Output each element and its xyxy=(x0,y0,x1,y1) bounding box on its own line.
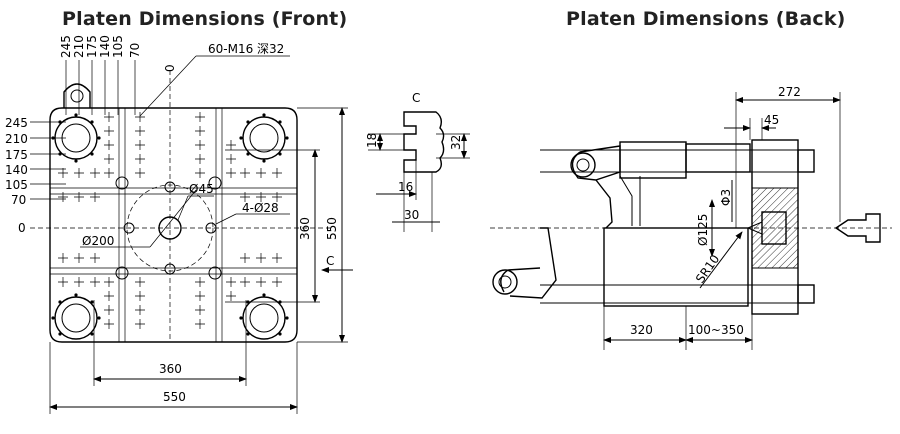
dim-sr10: SR10 xyxy=(693,252,722,286)
top-dim-0: 0 xyxy=(163,64,177,72)
left-dim-0: 0 xyxy=(18,221,26,235)
section-c-detail: C 18 32 16 30 xyxy=(365,91,470,232)
back-view-title: Platen Dimensions (Back) xyxy=(566,8,846,30)
dim-30: 30 xyxy=(404,208,419,222)
threaded-hole-grid xyxy=(58,112,282,329)
moving-platen-body xyxy=(603,227,749,307)
platen-lifting-lug xyxy=(63,83,91,108)
nozzle xyxy=(834,213,881,243)
dim-550-vertical: 550 xyxy=(325,217,339,240)
t-slots xyxy=(50,108,297,342)
top-dim-210: 210 xyxy=(72,35,86,58)
top-dim-105: 105 xyxy=(111,35,125,58)
dim-272: 272 xyxy=(778,85,801,99)
upper-bracket xyxy=(619,141,687,179)
top-dim-245: 245 xyxy=(59,35,73,58)
dim-32: 32 xyxy=(449,135,463,150)
lug-hole xyxy=(70,89,84,103)
front-platen-outline xyxy=(49,107,298,343)
dim-320: 320 xyxy=(630,323,653,337)
dim-phi3: Φ3 xyxy=(719,189,733,206)
bolt-circle-200 xyxy=(126,184,214,272)
hole-dia-45-label: Ø45 xyxy=(189,182,214,196)
dim-360-vertical: 360 xyxy=(298,217,312,240)
left-dim-70: 70 xyxy=(11,193,26,207)
top-dim-70: 70 xyxy=(128,43,142,58)
left-dim-105: 105 xyxy=(5,178,28,192)
dim-360-horizontal: 360 xyxy=(159,362,182,376)
left-dim-245: 245 xyxy=(5,116,28,130)
top-dim-175: 175 xyxy=(85,35,99,58)
center-hole-45 xyxy=(158,216,182,240)
locating-holes-28 xyxy=(115,176,222,280)
left-ordinate-lines xyxy=(30,121,66,200)
toggle-link-lower xyxy=(500,227,557,299)
dim-18: 18 xyxy=(365,133,379,148)
dim-550-horizontal: 550 xyxy=(163,390,186,404)
tie-bar-bolt-holes xyxy=(51,113,289,336)
dim-45: 45 xyxy=(764,113,779,127)
left-dim-210: 210 xyxy=(5,132,28,146)
dim-16: 16 xyxy=(398,180,413,194)
front-platen-view: 245 210 175 140 105 70 0 245 210 175 140… xyxy=(5,35,353,414)
rear-platen-section xyxy=(751,187,799,269)
dim-phi125: Ø125 xyxy=(696,214,710,246)
t-slot-profile xyxy=(403,111,445,173)
front-view-title: Platen Dimensions (Front) xyxy=(62,8,348,30)
left-dim-175: 175 xyxy=(5,148,28,162)
dim-stroke: 100~350 xyxy=(688,323,744,337)
tie-bars xyxy=(540,149,800,304)
top-dim-140: 140 xyxy=(98,35,112,58)
top-ordinate-labels: 245 210 175 140 105 70 0 xyxy=(59,35,177,72)
hole-4x28-label: 4-Ø28 xyxy=(242,201,279,215)
section-marker-c: C xyxy=(326,254,334,268)
left-dim-140: 140 xyxy=(5,163,28,177)
thread-callout: 60-M16 深32 xyxy=(208,42,284,56)
thread-callout-leader xyxy=(139,55,197,117)
toggle-link-upper xyxy=(571,145,621,229)
section-c-label: C xyxy=(412,91,420,105)
hole-dia-200-label: Ø200 xyxy=(82,234,114,248)
back-platen-view: 272 45 Φ3 Ø125 SR10 320 100~350 xyxy=(490,85,892,350)
left-ordinate-labels: 245 210 175 140 105 70 0 xyxy=(5,116,28,235)
top-ordinate-lines xyxy=(65,60,136,115)
